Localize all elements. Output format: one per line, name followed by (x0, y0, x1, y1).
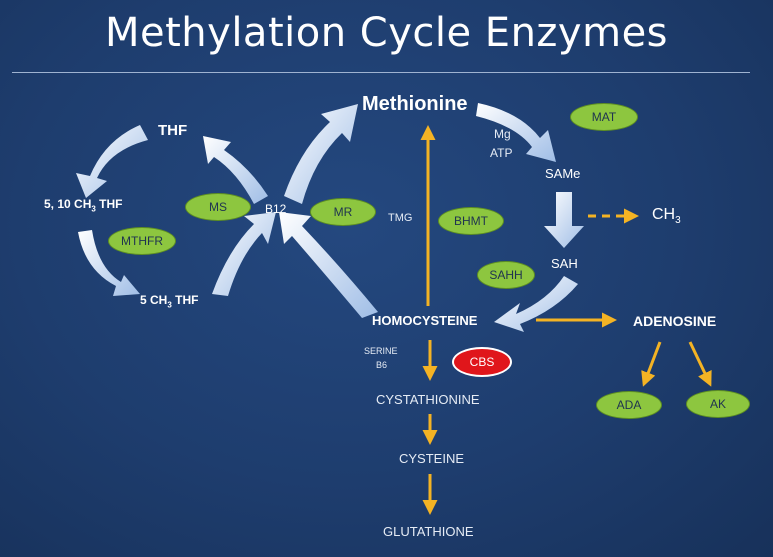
node-same: SAMe (545, 166, 581, 181)
node-cysteine: CYSTEINE (399, 451, 465, 466)
cofactor-atp: ATP (490, 146, 513, 160)
arrow-adenosine-to-ak (688, 341, 712, 387)
enzyme-ms: MS (185, 193, 251, 221)
node-methionine: Methionine (362, 93, 468, 115)
node-glutathione: GLUTATHIONE (383, 524, 474, 539)
enzyme-mat: MAT (570, 103, 638, 131)
slide-title: Methylation Cycle Enzymes (104, 10, 669, 56)
enzyme-ak: AK (686, 390, 750, 418)
enzyme-ada: ADA (596, 391, 662, 419)
enzyme-sahh: SAHH (477, 261, 535, 289)
arrow-methylene-to-methyl-thf (78, 230, 140, 296)
node-adenosine: ADENOSINE (633, 313, 717, 329)
arrow-sah-to-homocysteine (494, 276, 578, 332)
arrow-thf-to-methylene-thf (76, 125, 148, 198)
title-divider (12, 72, 750, 73)
arrow-adenosine-to-ada (641, 341, 662, 387)
arrow-methionine-to-same (476, 103, 556, 162)
enzyme-mr: MR (310, 198, 376, 226)
cofactor-b6: B6 (376, 360, 388, 370)
node-methylene-thf: 5, 10 CH3 THF (44, 197, 123, 214)
node-tmg: TMG (388, 212, 413, 224)
cofactor-serine: SERINE (364, 346, 398, 356)
node-ch3: CH3 (652, 206, 681, 227)
enzyme-mthfr: MTHFR (108, 227, 176, 255)
arrow-b12-to-thf (203, 136, 268, 204)
node-methyl-thf: 5 CH3 THF (140, 293, 199, 310)
node-b12: B12 (265, 202, 287, 216)
arrow-b12-to-methionine (284, 104, 358, 204)
cofactor-mg: Mg (494, 127, 511, 141)
arrow-methyl-thf-to-b12 (212, 212, 276, 296)
node-cystathionine: CYSTATHIONINE (376, 392, 480, 407)
node-homocysteine: HOMOCYSTEINE (372, 313, 478, 328)
node-thf: THF (158, 122, 188, 139)
enzyme-bhmt: BHMT (438, 207, 504, 235)
arrow-same-to-sah (544, 192, 584, 248)
arrow-homocysteine-to-b12 (279, 212, 378, 318)
enzyme-cbs: CBS (452, 347, 512, 377)
node-sah: SAH (551, 256, 578, 271)
